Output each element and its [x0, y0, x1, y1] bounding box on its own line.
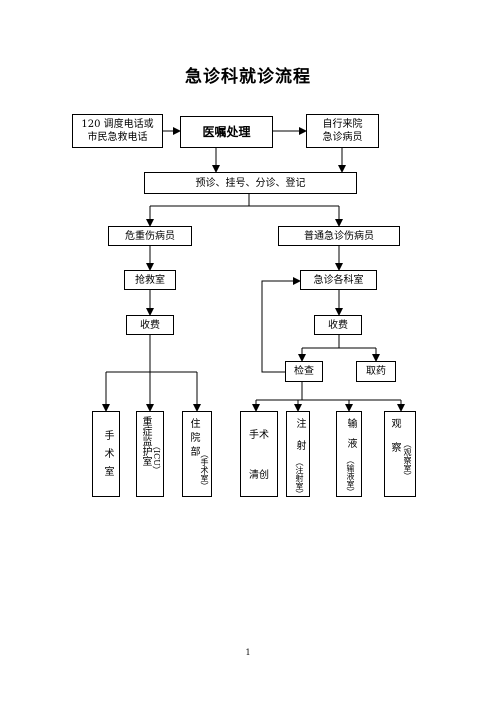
- icu-box: 重症监护室 （ICU）: [136, 411, 164, 497]
- normal-patient-box: 普通急诊伤病员: [278, 226, 400, 246]
- emergency-depts-box: 急诊各科室: [300, 270, 377, 290]
- infusion-box: 输液 （输液室）: [336, 411, 362, 497]
- observation-box: 观察 （观察室）: [384, 411, 416, 497]
- triage-registration-box: 预诊、挂号、分诊、登记: [144, 172, 357, 194]
- injection-note: （注射室）: [295, 458, 304, 498]
- surgery-room-box: 手术室: [92, 411, 120, 497]
- infusion-label: 输液: [345, 418, 356, 458]
- self-arrival-box: 自行来院 急诊病员: [306, 114, 379, 148]
- right-fee-box: 收费: [314, 315, 362, 335]
- infusion-note: （输液室）: [346, 456, 355, 496]
- page-title: 急诊科就诊流程: [185, 67, 311, 87]
- critical-patient-box: 危重伤病员: [108, 226, 192, 246]
- page-number: 1: [245, 648, 251, 657]
- observation-note: （观察室）: [403, 440, 412, 480]
- inpatient-note: （手术室）: [200, 450, 209, 490]
- debridement-box: 手术 清创: [240, 411, 278, 497]
- emergency-call-box: 120 调度电话或 市民急救电话: [72, 114, 163, 148]
- rescue-room-box: 抢救室: [124, 270, 176, 290]
- surgery-room-label: 手术室: [102, 430, 113, 484]
- left-fee-box: 收费: [126, 315, 174, 335]
- observation-label: 观察: [389, 418, 400, 466]
- injection-box: 注射 （注射室）: [286, 411, 310, 498]
- order-handling-box: 医嘱处理: [180, 116, 273, 148]
- icu-note: （ICU）: [152, 442, 161, 475]
- debridement-label-bottom: 清创: [249, 470, 269, 481]
- medicine-box: 取药: [356, 361, 396, 382]
- arrow-exam-loop-to-depts: [261, 277, 301, 373]
- icu-label: 重症监护室: [140, 416, 151, 466]
- inpatient-label: 住院部: [188, 418, 199, 460]
- inpatient-box: 住院部 （手术室）: [182, 411, 212, 497]
- injection-label: 注射: [294, 418, 305, 462]
- exam-box: 检查: [285, 361, 323, 382]
- debridement-label-top: 手术: [249, 430, 269, 441]
